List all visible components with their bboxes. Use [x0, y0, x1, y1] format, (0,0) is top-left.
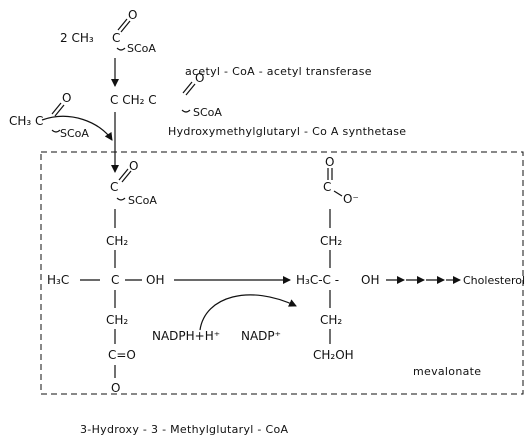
acetyl-coa-carbon: C	[112, 31, 120, 45]
hmg-coa-thioester: SCoA	[128, 194, 157, 207]
enzyme-acetyl-transferase: acetyl - CoA - acetyl transferase	[185, 65, 372, 78]
acetoacetyl-coa: C CH₂ C O SCoA	[110, 71, 222, 119]
acetoacetyl-coa-carbonyl-o: O	[195, 71, 204, 85]
cofactor-nadph: NADPH+H⁺	[152, 329, 220, 343]
hmg-coa-thioester-double-bond-2	[121, 170, 132, 183]
mevalonate-center: H₃C-C -	[296, 273, 339, 287]
acetyl-coa: 2 CH₃ C O SCoA	[60, 8, 156, 55]
hmg-coa-methyl: H₃C	[47, 273, 69, 287]
hmg-coa-carboxyl-o: O	[111, 381, 120, 395]
acetoacetyl-coa-tilde	[181, 109, 191, 113]
hmg-coa-thioester-carbon: C	[110, 180, 118, 194]
mevalonate-ch2oh: CH₂OH	[313, 348, 354, 362]
product-cholesterol: Cholesterol	[463, 274, 525, 287]
mevalonate-label: mevalonate	[413, 365, 481, 378]
acetyl-coa-2-methyl-carbon: CH₃ C	[9, 114, 43, 128]
acetoacetyl-coa-double-bond-2	[185, 83, 196, 96]
curved-arrow-acetyl-coa-joins	[41, 115, 113, 141]
acetoacetyl-coa-backbone: C CH₂ C	[110, 93, 157, 107]
hmg-coa-to-mevalonate-box	[40, 151, 524, 395]
mevalonate-ch2-top: CH₂	[320, 234, 342, 248]
mevalonate-carboxyl-o-double: O	[325, 155, 334, 169]
hmg-coa-ch2-bottom: CH₂	[106, 313, 128, 327]
acetyl-coa-thioester: SCoA	[127, 42, 156, 55]
second-acetyl-coa: CH₃ C O SCoA	[9, 91, 89, 140]
acetyl-coa-double-bond	[117, 18, 128, 31]
hmg-coa-label: 3-Hydroxy - 3 - Methylglutaryl - CoA	[80, 423, 288, 436]
hmg-coa-thioester-double-bond	[118, 168, 129, 181]
acetyl-coa-carbonyl-o: O	[128, 8, 137, 22]
hmg-coa-thioester-o: O	[129, 159, 138, 173]
acetoacetyl-coa-double-bond	[182, 81, 193, 94]
hmg-coa-ch2-top: CH₂	[106, 234, 128, 248]
cofactor-nadp: NADP⁺	[241, 329, 281, 343]
curved-arrow-nadph	[199, 294, 297, 331]
mevalonate-bond-o-minus	[333, 190, 343, 197]
acetyl-coa-2-tilde	[51, 129, 61, 133]
mevalonate-hydroxyl: OH	[361, 273, 379, 287]
acetyl-coa-2-double-bond	[51, 102, 62, 115]
hmg-coa-center-c: C	[111, 273, 119, 287]
hmg-coa-tilde	[116, 197, 126, 201]
enzyme-hmg-synthetase: Hydroxymethylglutaryl - Co A synthetase	[168, 125, 406, 138]
acetyl-coa-tilde	[116, 47, 126, 51]
acetyl-coa-double-bond-2	[120, 20, 131, 33]
acetyl-coa-coefficient: 2 CH₃	[60, 31, 94, 45]
acetyl-coa-2-thioester: SCoA	[60, 127, 89, 140]
hmg-coa-hydroxyl: OH	[146, 273, 164, 287]
hmg-coa-carboxyl: C=O	[108, 348, 136, 362]
acetoacetyl-coa-thioester: SCoA	[193, 106, 222, 119]
acetyl-coa-2-double-bond-2	[54, 104, 65, 117]
mevalonate-carboxyl-c: C	[323, 180, 331, 194]
hmg-coa: C O SCoA CH₂ H₃C C OH CH₂ C=O O	[47, 159, 164, 395]
mevalonate-carboxyl-o-minus: O⁻	[343, 192, 359, 206]
acetyl-coa-2-carbonyl-o: O	[62, 91, 71, 105]
mevalonate-ch2-bottom: CH₂	[320, 313, 342, 327]
mevalonate: C O O⁻ CH₂ H₃C-C - OH CH₂ CH₂OH	[296, 155, 379, 362]
